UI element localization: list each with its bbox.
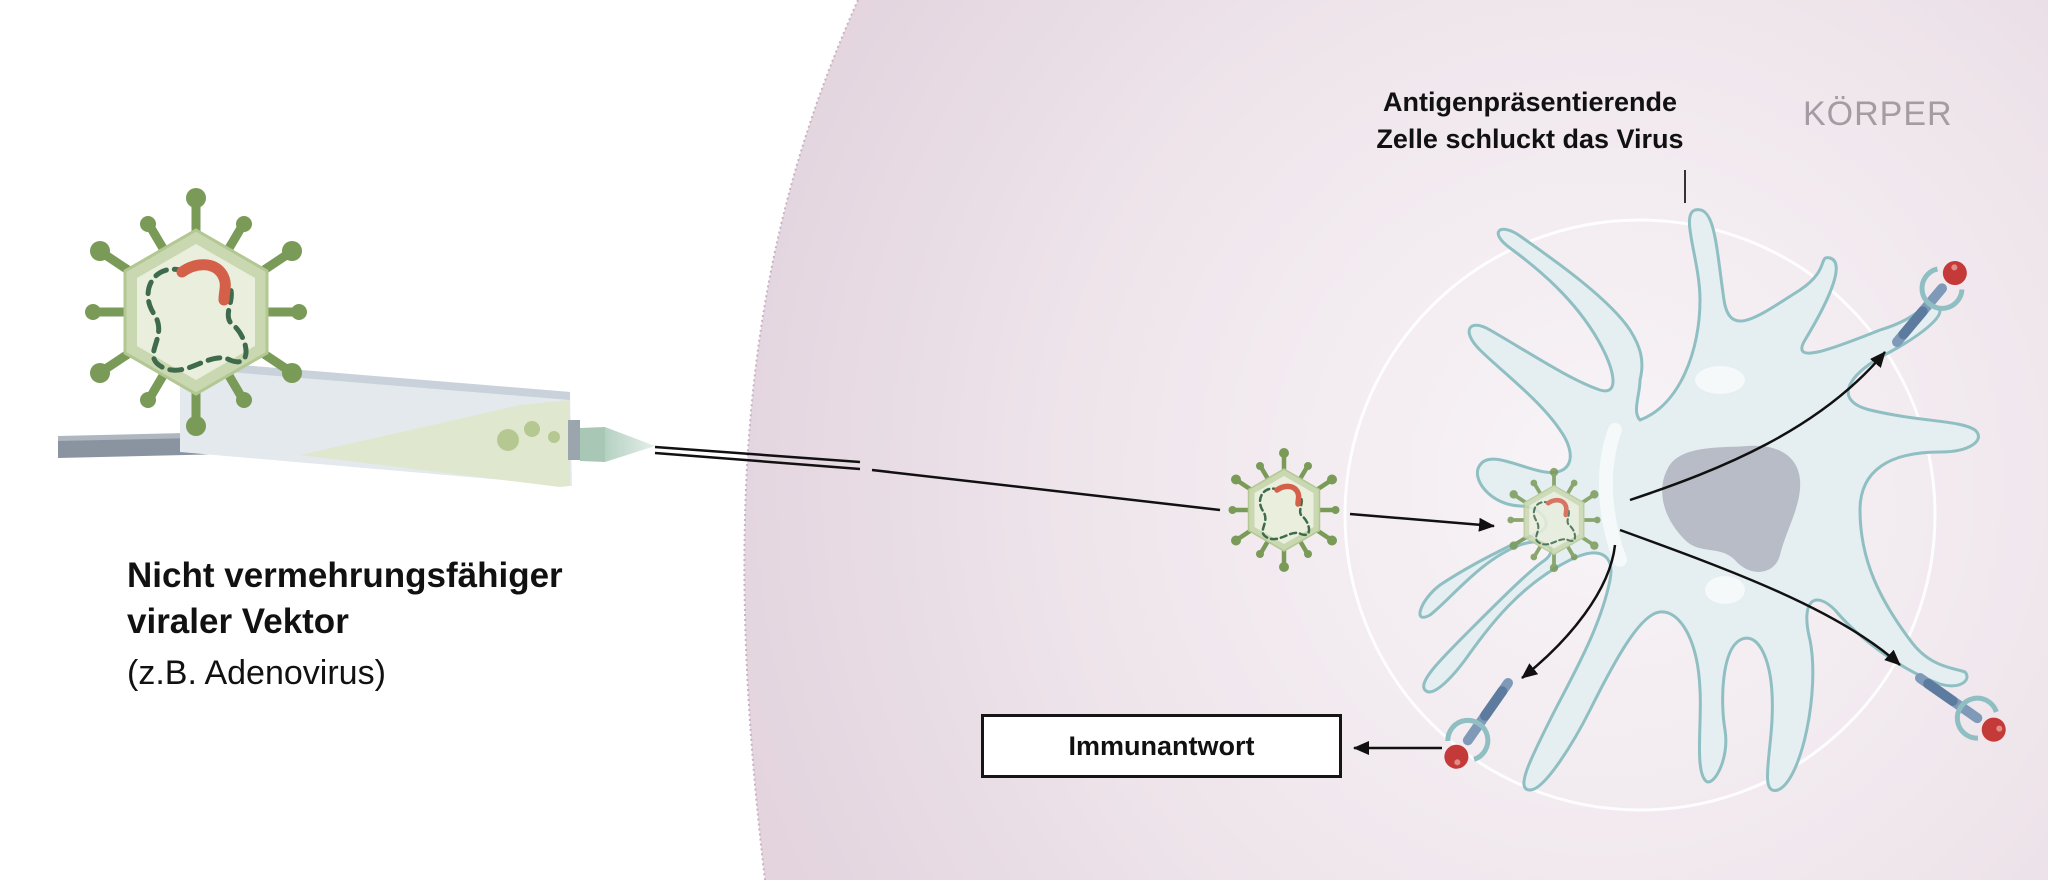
immune-response-label: Immunantwort xyxy=(1068,730,1255,761)
vector-title: Nicht vermehrungsfähiger viraler Vektor xyxy=(127,553,563,645)
uptake-arrow xyxy=(1349,512,1495,532)
vector-subtitle: (z.B. Adenovirus) xyxy=(127,654,386,692)
cell-label: Antigenpräsentierende Zelle schluckt das… xyxy=(1350,84,1710,158)
body-label: KÖRPER xyxy=(1803,95,1953,133)
presentation-arrow-right xyxy=(1619,528,1901,666)
presentation-arrow-down xyxy=(1521,544,1617,679)
cell-label-line1: Antigenpräsentierende xyxy=(1382,87,1678,117)
injection-arrow xyxy=(871,468,1221,512)
vector-title-line1: Nicht vermehrungsfähiger xyxy=(127,556,563,595)
syringe-icon xyxy=(58,360,861,487)
vector-title-line2: viraler Vektor xyxy=(127,602,349,641)
nucleus xyxy=(1662,445,1801,572)
dendritic-cell-icon xyxy=(1418,208,1980,792)
immune-response-box: Immunantwort xyxy=(981,714,1342,778)
cell-halo-ring xyxy=(1343,218,1937,812)
body-boundary xyxy=(743,0,859,880)
presentation-arrow-up xyxy=(1629,351,1886,502)
cell-label-line2: Zelle schluckt das Virus xyxy=(1376,124,1684,154)
